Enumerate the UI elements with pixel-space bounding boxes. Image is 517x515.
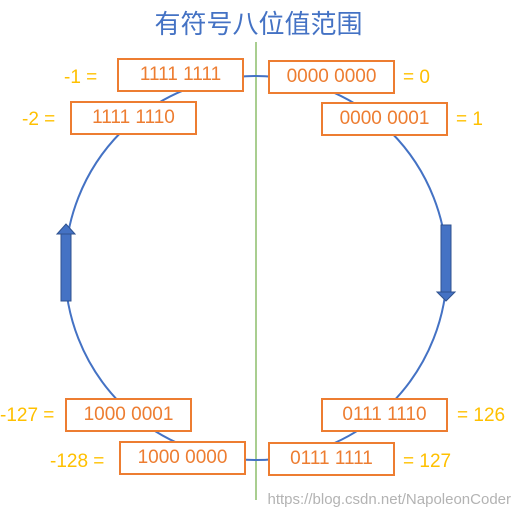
label-pos126: = 126: [457, 405, 506, 426]
label-neg2: -2 =: [22, 109, 56, 130]
label-pos127: = 127: [403, 451, 452, 472]
label-neg1: -1 =: [64, 67, 98, 88]
bits-box-pos0: 0000 0000: [268, 60, 395, 94]
down-arrow-icon: [435, 224, 457, 302]
bits-box-pos126: 0111 1110: [321, 398, 448, 432]
label-neg128: -128 =: [50, 451, 105, 472]
watermark-text: https://blog.csdn.net/NapoleonCoder: [267, 491, 512, 508]
bits-box-neg127: 1000 0001: [65, 398, 192, 432]
bits-box-neg2: 1111 1110: [70, 101, 197, 135]
diagram-title: 有符号八位值范围: [154, 10, 363, 40]
bits-box-pos127: 0111 1111: [268, 442, 395, 476]
label-pos1: = 1: [456, 109, 483, 130]
bits-box-pos1: 0000 0001: [321, 102, 448, 136]
label-neg127: -127 =: [0, 405, 55, 426]
bits-box-neg128: 1000 0000: [119, 441, 246, 475]
up-arrow-icon: [55, 223, 77, 302]
bits-box-neg1: 1111 1111: [117, 58, 244, 92]
label-pos0: = 0: [403, 67, 430, 88]
